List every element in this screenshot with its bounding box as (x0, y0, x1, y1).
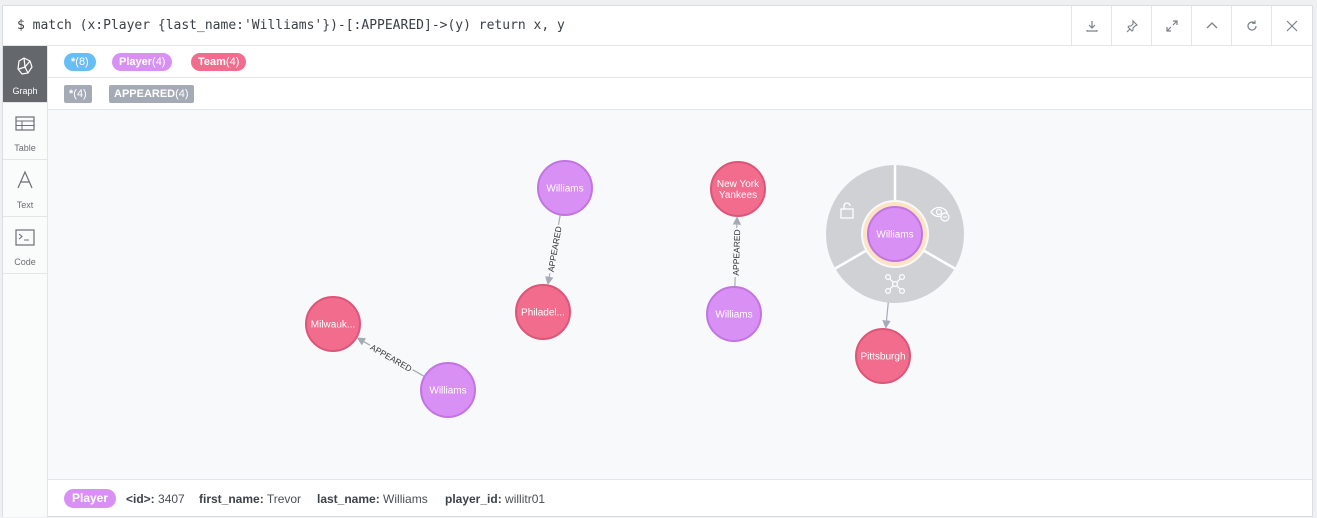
sidebar-item-label: Text (16, 200, 34, 210)
prop-id: <id>: 3407 (126, 492, 185, 506)
node-team[interactable]: Milwauk... (305, 296, 361, 352)
expand-graph-icon[interactable] (884, 273, 906, 295)
relationship-1[interactable]: APPEARED (543, 214, 565, 286)
hide-icon[interactable] (930, 206, 950, 222)
node-team[interactable]: Pittsburgh (855, 328, 911, 384)
rel-pill-all[interactable]: *(4) (64, 85, 92, 103)
chevron-up-icon (1206, 22, 1217, 29)
relationship-label: APPEARED (731, 229, 742, 276)
node-caption: Williams (876, 230, 913, 241)
rel-pill-appeared[interactable]: APPEARED(4) (109, 85, 194, 103)
text-icon (17, 170, 33, 189)
sidebar-item-graph[interactable]: Graph (3, 46, 47, 103)
view-sidebar: Graph Table Text Code (3, 46, 48, 517)
refresh-icon (1246, 20, 1257, 31)
graph-svg[interactable]: APPEAREDAPPEAREDAPAPPEARED WilliamsPhila… (48, 110, 1312, 479)
expand-icon (1165, 20, 1178, 32)
download-icon (1085, 21, 1098, 32)
pin-button[interactable] (1111, 6, 1151, 46)
query-bar: $ match (x:Player {last_name:'Williams'}… (3, 6, 1312, 46)
code-icon (15, 229, 35, 246)
node-player[interactable]: Williams (537, 160, 593, 216)
node-player[interactable]: Williams (420, 362, 476, 418)
node-player[interactable]: Williams (706, 286, 762, 342)
node-team[interactable]: Philadel... (515, 284, 571, 340)
fullscreen-button[interactable] (1151, 6, 1191, 46)
sidebar-item-text[interactable]: Text (3, 160, 47, 217)
close-button[interactable] (1271, 6, 1311, 46)
sidebar-item-label: Table (14, 143, 36, 153)
result-frame: $ match (x:Player {last_name:'Williams'}… (2, 5, 1313, 517)
collapse-button[interactable] (1191, 6, 1231, 46)
sidebar-item-label: Code (14, 257, 36, 267)
node-caption: Williams (429, 386, 466, 397)
graph-icon (17, 57, 33, 75)
node-player[interactable]: Williams (867, 206, 923, 262)
relationship-type-legend: *(4) APPEARED(4) (48, 78, 1312, 110)
relationship-2[interactable]: APPEARED (729, 216, 743, 288)
node-caption: Williams (715, 310, 752, 321)
sidebar-item-code[interactable]: Code (3, 217, 47, 274)
prop-first-name: first_name: Trevor (199, 492, 302, 506)
label-pill-team[interactable]: Team(4) (191, 53, 247, 71)
download-button[interactable] (1071, 6, 1111, 46)
node-caption: Williams (546, 184, 583, 195)
sidebar-item-label: Graph (12, 86, 38, 96)
selected-node-label[interactable]: Player (64, 489, 117, 508)
unlock-icon[interactable] (840, 202, 854, 219)
pin-icon (1126, 19, 1138, 33)
close-icon (1286, 20, 1297, 32)
property-panel: Player <id>: 3407 first_name: Trevor las… (48, 480, 1312, 516)
label-pill-all[interactable]: *(8) (64, 53, 96, 71)
graph-canvas[interactable]: APPEAREDAPPEAREDAPAPPEARED WilliamsPhila… (48, 110, 1312, 480)
relationship-4[interactable]: APPEARED (356, 337, 425, 378)
sidebar-item-table[interactable]: Table (3, 103, 47, 160)
node-caption: Pittsburgh (860, 352, 905, 363)
label-pill-player[interactable]: Player(4) (112, 53, 173, 71)
node-caption: Milwauk... (311, 320, 355, 331)
relationship-label: APPEARED (369, 342, 414, 374)
table-icon (15, 116, 35, 131)
prop-last-name: last_name: Williams (317, 492, 428, 506)
node-caption: Philadel... (521, 308, 565, 319)
rerun-button[interactable] (1231, 6, 1271, 46)
prop-player-id: player_id: willitr01 (445, 492, 546, 506)
node-label-legend: *(8) Player(4) Team(4) (48, 46, 1312, 78)
query-text[interactable]: $ match (x:Player {last_name:'Williams'}… (17, 18, 565, 33)
